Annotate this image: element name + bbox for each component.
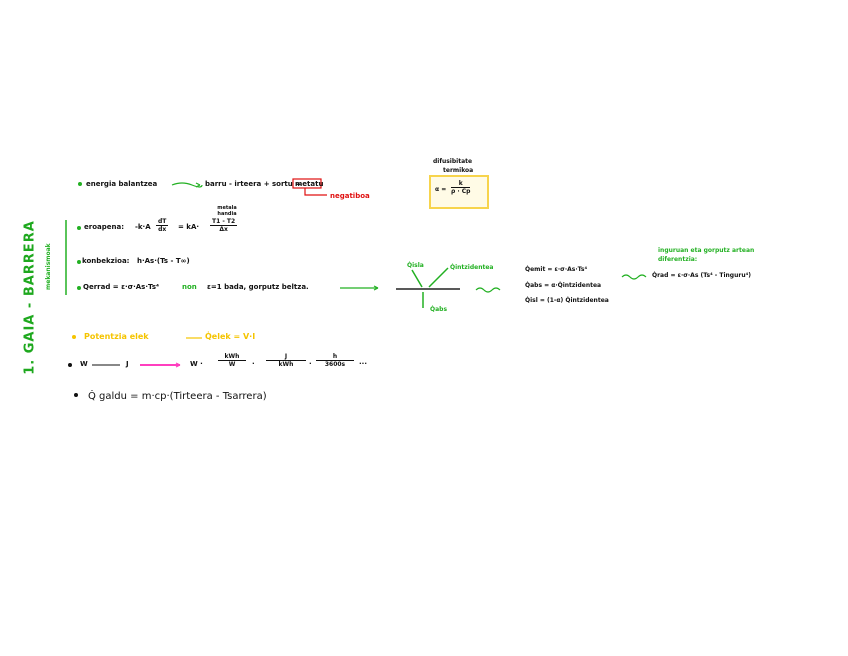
power-label: Potentzia elek (84, 332, 149, 341)
annotation: metala handia (217, 205, 237, 217)
diffusivity-title: difusibitate (433, 158, 473, 165)
bullet (74, 393, 78, 397)
conduction-label: eroapena: (84, 223, 124, 231)
bullet (68, 363, 72, 367)
net-radiation-eq: Q̇rad = ε·σ·As (Ts⁴ - Tinguru⁴) (652, 272, 751, 279)
heat-loss-eq: Q̇ galdu = m·cp·(Tirteera - Tsarrera) (88, 391, 267, 402)
energy-balance-label: energia balantzea (86, 180, 158, 188)
conduction-eq2: = kA· (178, 223, 200, 231)
absorbed-label: Q̇abs (430, 306, 448, 313)
bullet (78, 182, 82, 186)
side-label: mekanismoak (45, 243, 52, 290)
alpha-lhs: α = (435, 186, 447, 193)
convection-eq: h·As·(Ts - T∞) (137, 257, 190, 265)
ellipsis: ··· (359, 360, 367, 368)
radiation-note: ε=1 bada, gorputz beltza. (207, 283, 309, 291)
negative-note: negatiboa (330, 192, 370, 200)
reflected-label: Q̇isla (407, 262, 424, 269)
bullet (72, 335, 76, 339)
unit-j: J (126, 360, 129, 368)
bullet (77, 226, 81, 230)
net-note: diferentzia: (658, 256, 698, 263)
conduction-eq: -k·A (135, 223, 151, 231)
dot: · (309, 360, 312, 368)
convection-label: konbekzioa: (82, 257, 130, 265)
non-label: non (182, 283, 197, 291)
unit-w2: W · (190, 360, 203, 368)
emit-eq: Q̇emit = ε·σ·As·Ts⁴ (525, 266, 588, 273)
energy-balance-eq: barru - irteera + sortu = (205, 180, 302, 188)
abs-eq: Q̇abs = α·Q̇intzidentea (525, 282, 602, 289)
power-eq: Q̇elek = V·I (205, 332, 256, 341)
unit-w: W (80, 360, 88, 368)
dot: · (252, 360, 255, 368)
diffusivity-title: termikoa (443, 167, 474, 174)
bullet (77, 260, 81, 264)
radiation-eq: Qerrad = ε·σ·As·Ts⁴ (83, 283, 160, 291)
incident-label: Q̇intzidentea (450, 264, 494, 271)
boxed-term: metatu (295, 180, 324, 188)
net-note: inguruan eta gorputz artean (658, 247, 755, 254)
refl-eq: Q̇isl = (1-α) Q̇intzidentea (525, 297, 609, 304)
bullet (77, 286, 81, 290)
